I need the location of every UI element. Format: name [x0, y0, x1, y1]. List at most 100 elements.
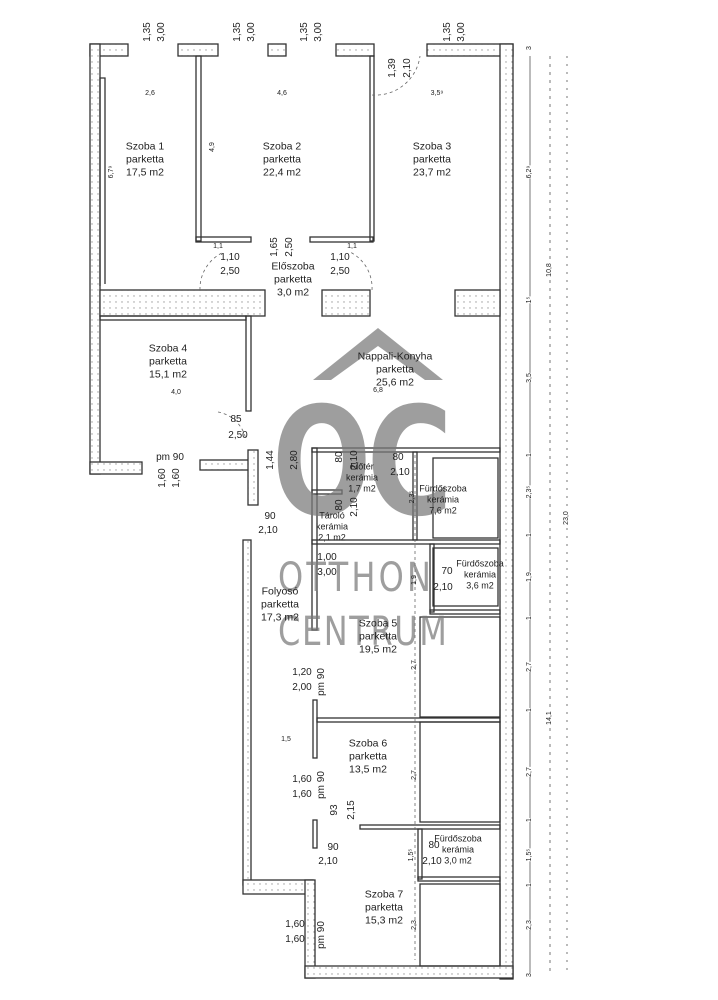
dimension-label: 2,3: [411, 920, 418, 930]
dimension-label: 4,6: [277, 90, 287, 97]
watermark-text-centrum: CENTRUM: [278, 609, 449, 655]
dimension-label: 4,0: [171, 389, 181, 396]
room-area: 1,7 m2: [348, 483, 376, 494]
room-area: 15,1 m2: [149, 368, 187, 381]
dimension-label: 1,39: [387, 58, 398, 78]
dimension-label: pm 90: [316, 668, 327, 696]
axis-dimension-label: 1: [524, 616, 536, 620]
room-area: 17,5 m2: [126, 166, 164, 179]
room-floor: parketta: [359, 630, 397, 643]
watermark-text-otthon: OTTHON: [278, 555, 435, 601]
dimension-label: 6,7⁹: [108, 165, 115, 179]
dimension-label: 1,35: [442, 22, 453, 42]
dimension-label: 93: [329, 804, 340, 816]
dimension-label: 1,60: [171, 468, 182, 488]
room-name: Nappali-Konyha: [357, 350, 433, 363]
room-floor: kerámia: [441, 844, 474, 855]
dimension-label: 1,35: [232, 22, 243, 42]
dimension-label: 3,5⁹: [430, 90, 444, 97]
watermark-hat-icon: [313, 328, 443, 380]
dimension-label: 1,60: [285, 919, 305, 930]
room-floor: parketta: [263, 153, 301, 166]
axis-dimension-label: 1: [524, 453, 536, 457]
room-area: 19,5 m2: [359, 643, 397, 656]
dimension-label: 1,5: [281, 736, 291, 743]
room-name: Folyosó: [261, 585, 299, 598]
dimension-label: 2,00: [292, 682, 312, 693]
dimension-label: 2,3⁵: [409, 490, 416, 504]
dimension-label: 2,10: [402, 58, 413, 78]
dimension-label: 1,60: [292, 789, 312, 800]
dimension-label: 2,10: [433, 582, 453, 593]
dimension-label: 1,20: [292, 667, 312, 678]
room-name: Fürdőszoba: [456, 558, 504, 569]
dimension-label: 2,50: [228, 430, 248, 441]
room-floor: parketta: [149, 355, 187, 368]
room-area: 3,6 m2: [466, 580, 494, 591]
room-area: 7,6 m2: [429, 505, 457, 516]
axis-dimension-label: 3: [524, 973, 536, 977]
axis-dimension-label: 1,5⁵: [524, 848, 536, 862]
dimension-label: 2,10: [390, 467, 410, 478]
room-area: 2,1 m2: [318, 532, 346, 543]
dimension-label: 2,10: [422, 856, 442, 867]
dimension-label: 70: [441, 566, 453, 577]
dimension-label: 1,35: [142, 22, 153, 42]
room-area: 3,0 m2: [276, 286, 310, 299]
room-area: 23,7 m2: [413, 166, 451, 179]
dimension-label: 2,50: [220, 266, 240, 277]
dimension-label: 1,60: [285, 934, 305, 945]
axis-dimension-label: 14,1: [544, 711, 556, 725]
dimension-label: 3,00: [456, 22, 467, 42]
dimension-label: 1,35: [299, 22, 310, 42]
dimension-label: pm 90: [316, 921, 327, 949]
dimension-label: 90: [264, 511, 276, 522]
room-name: Előtér: [350, 461, 374, 472]
dimension-label: 2,10: [318, 856, 338, 867]
room-area: 22,4 m2: [263, 166, 301, 179]
room-floor: kerámia: [345, 472, 379, 483]
axis-dimension-label: 3: [524, 46, 536, 50]
dimension-label: 3,00: [246, 22, 257, 42]
axis-dimension-label: 10,8: [544, 263, 556, 277]
room-name: Előszoba: [271, 260, 315, 273]
room-floor: kerámia: [315, 521, 349, 532]
dimension-label: 2,50: [330, 266, 350, 277]
room-name: Szoba 2: [262, 140, 302, 153]
room-area: 15,3 m2: [365, 914, 403, 927]
dimension-label: 80: [392, 452, 404, 463]
room-floor: kerámia: [426, 494, 459, 505]
watermark-logo: OC: [272, 376, 453, 550]
dimension-label: 2,7: [411, 770, 418, 780]
dimension-label: pm 90: [316, 771, 327, 799]
axis-dimension-label: 6,2⁹: [524, 165, 536, 179]
axis-dimension-label: 2,7: [524, 662, 536, 672]
room-area: 25,6 m2: [376, 376, 414, 389]
axis-dimension-label: 1⁵: [524, 296, 536, 304]
axis-dimension-label: 23,0: [561, 511, 573, 525]
dimension-label: 1,60: [292, 774, 312, 785]
room-floor: parketta: [413, 153, 451, 166]
dimension-label: 1,10: [220, 252, 240, 263]
room-name: Szoba 3: [412, 140, 452, 153]
axis-dimension-label: 1: [524, 818, 536, 822]
room-floor: parketta: [349, 750, 387, 763]
dimension-label: 2,10: [349, 450, 360, 470]
dimension-label: 85: [230, 414, 242, 425]
axis-dimension-label: 1,9: [524, 572, 536, 582]
dimension-label: 2,7: [411, 660, 418, 670]
room-floor: parketta: [126, 153, 164, 166]
room-floor: parketta: [274, 273, 312, 286]
dimension-label: 1,65: [269, 237, 280, 257]
dimension-label: 4,9: [209, 142, 216, 152]
